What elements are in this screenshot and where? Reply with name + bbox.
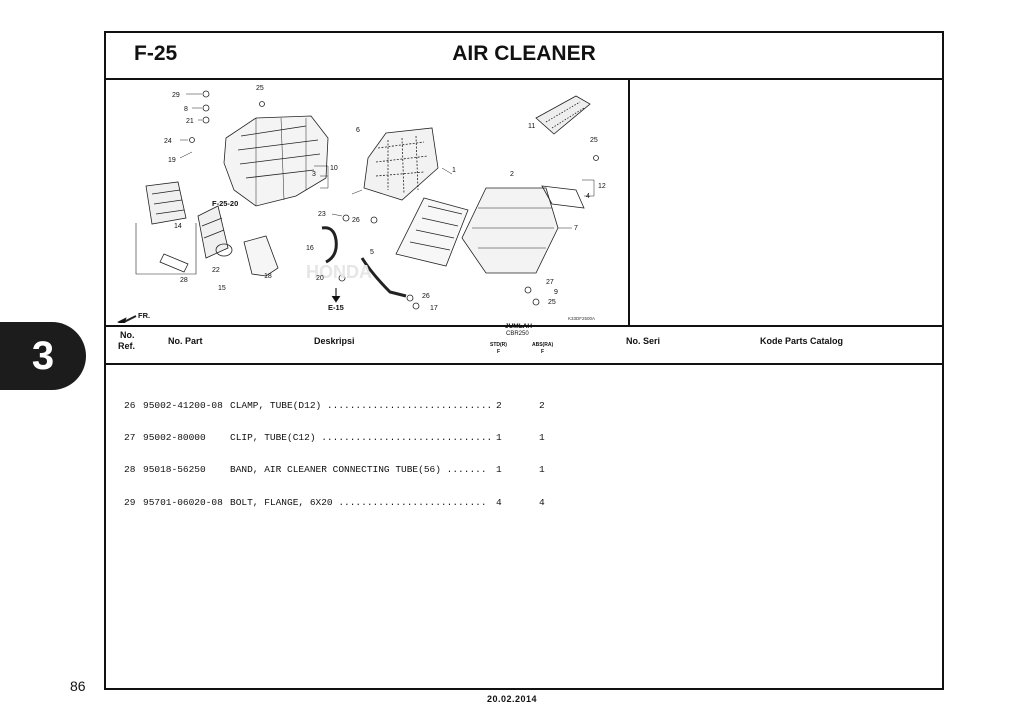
callout-26-b: 26 (422, 293, 430, 300)
issue-date: 20.02.2014 (486, 694, 538, 704)
callout-6: 6 (356, 127, 360, 134)
header-model: CBR250 (506, 331, 529, 337)
row-ref: 29 (124, 496, 136, 508)
callout-16: 16 (306, 245, 314, 252)
row-part-number: 95002-41200-08 (143, 399, 223, 411)
callout-29: 29 (172, 92, 180, 99)
callout-9: 9 (554, 289, 558, 296)
row-qty-std: 2 (496, 399, 502, 411)
row-qty-std: 1 (496, 464, 502, 476)
row-qty-abs: 4 (539, 496, 545, 508)
row-description: BAND, AIR CLEANER CONNECTING TUBE(56) ..… (230, 464, 487, 476)
row-qty-abs: 1 (539, 431, 545, 443)
callout-f-25-20: F-25-20 (212, 199, 238, 208)
front-direction-label: FR. (138, 311, 150, 320)
header-ref-line1: No. (120, 330, 135, 340)
row-part-number: 95701-06020-08 (143, 496, 223, 508)
row-qty-abs: 2 (539, 399, 545, 411)
row-ref: 26 (124, 399, 136, 411)
callout-11: 11 (528, 123, 535, 130)
callout-8: 8 (184, 106, 188, 113)
callout-20: 20 (316, 275, 324, 282)
chapter-tab: 3 (0, 322, 86, 390)
callout-1: 1 (452, 167, 456, 174)
table-row: 29 95701-06020-08 BOLT, FLANGE, 6X20 ...… (124, 496, 624, 509)
row-ref: 27 (124, 431, 136, 443)
callout-22: 22 (212, 267, 220, 274)
header-std-mark: F (497, 349, 501, 355)
table-row: 27 95002-80000 CLIP, TUBE(C12) .........… (124, 431, 624, 444)
callout-25-a: 25 (256, 85, 264, 92)
header-catalog-code: Kode Parts Catalog (760, 336, 844, 346)
row-ref: 28 (124, 464, 136, 476)
callout-7: 7 (574, 225, 578, 232)
callout-3: 3 (312, 171, 316, 178)
header-qty: JUMLAH (505, 323, 533, 330)
row-qty-std: 1 (496, 431, 502, 443)
table-row: 26 95002-41200-08 CLAMP, TUBE(D12) .....… (124, 399, 624, 412)
header-description: Deskripsi (314, 336, 355, 346)
callout-18: 18 (264, 273, 272, 280)
callout-27: 27 (546, 279, 554, 286)
header-part-number: No. Part (168, 336, 203, 346)
row-qty-abs: 1 (539, 464, 545, 476)
exploded-view-illustration: HONDA 29 8 21 25 24 19 6 3 10 F-25-20 11… (117, 85, 606, 323)
callout-10: 10 (330, 165, 338, 172)
callout-14: 14 (174, 223, 182, 230)
header-serial: No. Seri (626, 336, 661, 346)
row-description: CLIP, TUBE(C12) ........................… (230, 431, 493, 443)
page-number: 86 (70, 678, 86, 694)
callout-23: 23 (318, 211, 326, 218)
callout-25-c: 25 (548, 299, 556, 306)
section-title: AIR CLEANER (452, 42, 596, 65)
callout-15: 15 (218, 285, 226, 292)
row-part-number: 95002-80000 (143, 431, 206, 443)
callout-21: 21 (186, 118, 194, 125)
header-ref-line2: Ref. (118, 341, 136, 351)
header-std: STD(R) (490, 342, 507, 348)
callout-28: 28 (180, 277, 188, 284)
callout-2: 2 (510, 171, 514, 178)
callout-26-a: 26 (352, 217, 360, 224)
row-description: CLAMP, TUBE(D12) .......................… (230, 399, 493, 411)
header-abs: ABS(RA) (532, 342, 554, 348)
callout-19: 19 (168, 157, 176, 164)
callout-25-b: 25 (590, 137, 598, 144)
section-title-bar: F-25 AIR CLEANER (106, 33, 942, 80)
watermark-text: HONDA (306, 262, 372, 282)
row-part-number: 95018-56250 (143, 464, 206, 476)
callout-24: 24 (164, 138, 172, 145)
exploded-parts-diagram: HONDA 29 8 21 25 24 19 6 3 10 F-25-20 11… (106, 78, 630, 325)
callout-4: 4 (586, 193, 590, 200)
row-qty-std: 4 (496, 496, 502, 508)
table-header: No. Ref. No. Part Deskripsi JUMLAH CBR25… (106, 323, 942, 365)
parts-list: 26 95002-41200-08 CLAMP, TUBE(D12) .....… (124, 379, 624, 530)
table-row: 28 95018-56250 BAND, AIR CLEANER CONNECT… (124, 465, 624, 476)
callout-5: 5 (370, 249, 374, 256)
figure-code: K33DF2500A (568, 316, 595, 321)
catalog-page-frame: F-25 AIR CLEANER (104, 31, 944, 690)
callout-17: 17 (430, 305, 438, 312)
section-code: F-25 (134, 42, 178, 65)
callout-e-15: E-15 (328, 303, 344, 312)
row-description: BOLT, FLANGE, 6X20 .....................… (230, 496, 487, 508)
header-abs-mark: F (541, 349, 545, 355)
callout-12: 12 (598, 183, 606, 190)
